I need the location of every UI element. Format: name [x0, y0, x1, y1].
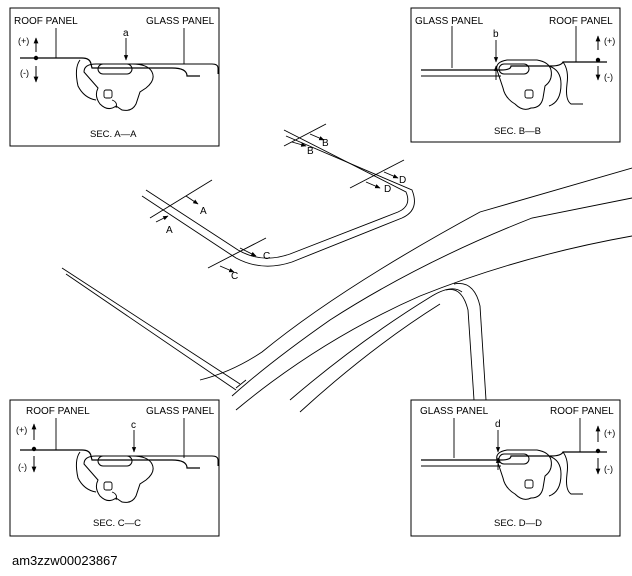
- roof-panel-label: ROOF PANEL: [14, 16, 78, 27]
- panel-section-c: ROOF PANEL GLASS PANEL (+) (-) c SEC. C—…: [9, 399, 220, 537]
- cut-markers: [149, 123, 405, 273]
- dimension-label: a: [123, 28, 129, 39]
- panel-section-a: ROOF PANEL GLASS PANEL (+) (-) a SEC. A—…: [9, 7, 220, 147]
- panel-frame: [410, 7, 621, 143]
- cut-label-a-lower: A: [166, 225, 173, 236]
- cut-label-c-upper: C: [263, 251, 270, 262]
- plus-label: (+): [604, 428, 615, 438]
- minus-label: (-): [604, 464, 613, 474]
- section-title: SEC. C—C: [93, 518, 141, 529]
- dimension-label: d: [495, 419, 501, 430]
- dimension-label: c: [131, 420, 136, 431]
- cut-label-b-upper: B: [322, 138, 329, 149]
- minus-label: (-): [18, 462, 27, 472]
- panel-frame: [9, 399, 220, 537]
- panel-frame: [410, 399, 621, 537]
- cut-label-d-lower: D: [384, 184, 391, 195]
- vehicle-roof-outline: [61, 129, 632, 413]
- cut-label-d-upper: D: [399, 175, 406, 186]
- cut-label-a-upper: A: [200, 206, 207, 217]
- roof-panel-label: ROOF PANEL: [26, 406, 90, 417]
- document-id: am3zzw00023867: [12, 553, 118, 568]
- cut-label-c-lower: C: [231, 271, 238, 282]
- minus-label: (-): [20, 68, 29, 78]
- minus-label: (-): [604, 72, 613, 82]
- glass-panel-label: GLASS PANEL: [146, 16, 215, 27]
- plus-label: (+): [604, 36, 615, 46]
- glass-panel-label: GLASS PANEL: [415, 16, 484, 27]
- section-title: SEC. D—D: [494, 518, 542, 529]
- panel-section-b: GLASS PANEL ROOF PANEL (+) (-) b SEC. B—…: [410, 7, 621, 143]
- plus-label: (+): [16, 425, 27, 435]
- glass-panel-label: GLASS PANEL: [420, 406, 489, 417]
- panel-section-d: GLASS PANEL ROOF PANEL (+) (-) d SEC. D—…: [410, 399, 621, 537]
- panel-frame: [9, 7, 220, 147]
- glass-panel-label: GLASS PANEL: [146, 406, 215, 417]
- section-title: SEC. A—A: [90, 129, 137, 140]
- roof-panel-label: ROOF PANEL: [550, 406, 614, 417]
- cut-label-b-lower: B: [307, 146, 314, 157]
- plus-label: (+): [18, 36, 29, 46]
- roof-panel-label: ROOF PANEL: [549, 16, 613, 27]
- cut-labels: A A B B C C D D: [166, 138, 406, 282]
- section-title: SEC. B—B: [494, 126, 541, 137]
- dimension-label: b: [493, 29, 499, 40]
